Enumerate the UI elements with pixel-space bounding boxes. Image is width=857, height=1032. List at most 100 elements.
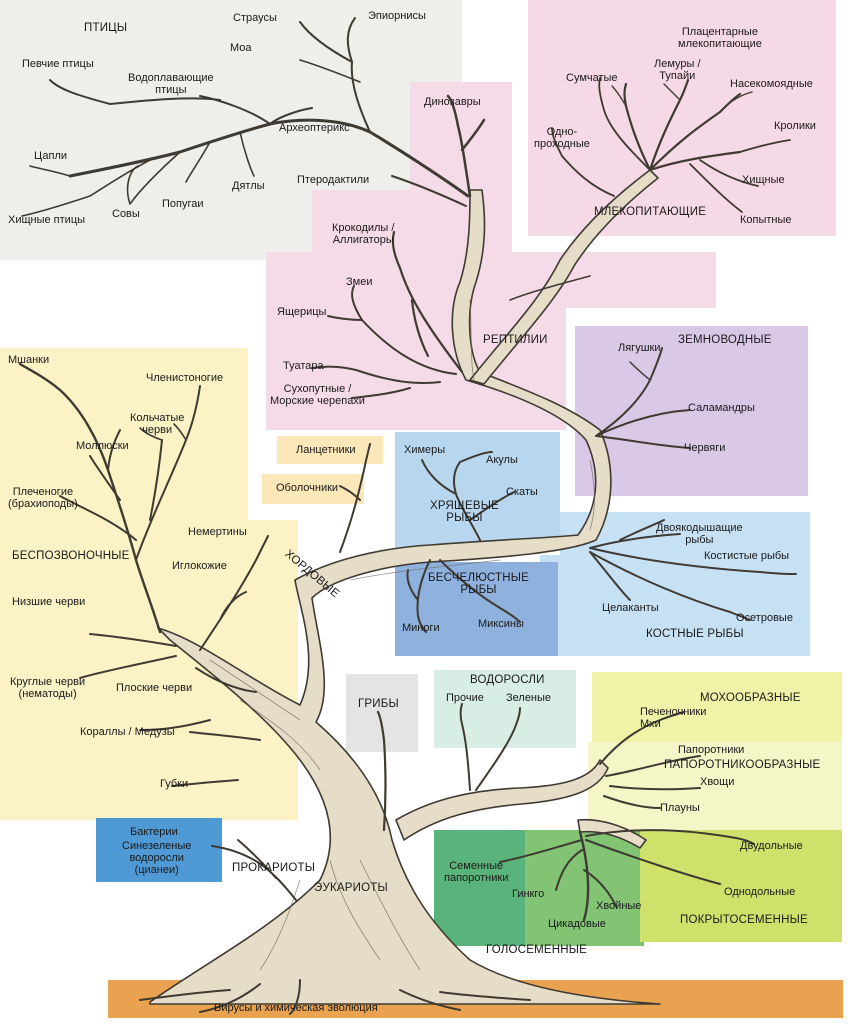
pterodactyls-label: Птеродактили: [297, 174, 370, 186]
lizards-label: Ящерицы: [277, 306, 327, 318]
branches: [18, 17, 797, 1015]
mammals-group-label: МЛЕКОПИТАЮЩИЕ: [594, 206, 707, 218]
ferns-small-label: Папоротники: [678, 744, 745, 756]
cyanobacteria-label: Синезеленые водоросли (цианеи): [122, 840, 192, 876]
chimaeras-label: Химеры: [404, 444, 446, 456]
fungi-group-label: ГРИБЫ: [358, 698, 399, 710]
moa-label: Моа: [230, 42, 252, 54]
ungulates-label: Копытные: [740, 214, 792, 226]
fungi-region: [346, 674, 418, 752]
lemurs-label: Лемуры / Тупайи: [654, 58, 701, 82]
eukaryotes-group-label: ЭУКАРИОТЫ: [314, 882, 388, 894]
algae-group-label: ВОДОРОСЛИ: [470, 674, 545, 686]
coelacanths-label: Целаканты: [602, 602, 659, 614]
bony-region: [560, 512, 810, 656]
flatworms-label: Плоские черви: [116, 682, 193, 694]
owls-label: Совы: [112, 208, 140, 220]
bacteria-label: Бактерии: [130, 826, 178, 838]
amphibians-region: [575, 326, 808, 496]
algae-region: [434, 670, 576, 748]
insectivores-label: Насекомоядные: [730, 78, 813, 90]
invertebrates-group-label: БЕСПОЗВОНОЧНЫЕ: [12, 550, 130, 562]
woodpeckers-label: Дятлы: [232, 180, 265, 192]
invertebrates-region-lower: [248, 520, 298, 820]
liverworts-label: Печеночники Мхи: [640, 706, 707, 730]
other-algae-label: Прочие: [446, 692, 484, 704]
dicots-label: Двудольные: [740, 840, 803, 852]
herons-label: Цапли: [34, 150, 68, 162]
bryozoa-label: Мшанки: [8, 354, 50, 366]
cartilaginous-region: [395, 432, 560, 550]
hagfish-label: Миксины: [478, 618, 524, 630]
ostriches-label: Страусы: [233, 12, 277, 24]
prokaryotes-region: [96, 818, 222, 882]
cartilaginous-group-label: ХРЯЩЕВЫЕ РЫБЫ: [430, 500, 499, 524]
reptiles-region-dinos: [410, 82, 512, 260]
marsupials-label: Сумчатые: [566, 72, 618, 84]
lungfish-label: Двоякодышащие рыбы: [656, 522, 743, 546]
crocodiles-label: Крокодилы / Аллигаторы: [332, 222, 395, 246]
teleosts-label: Костистые рыбы: [704, 550, 790, 562]
sturgeons-label: Осетровые: [736, 612, 793, 624]
bony-group-label: КОСТНЫЕ РЫБЫ: [646, 628, 744, 640]
salamanders-label: Саламандры: [688, 402, 755, 414]
cycads-label: Цикадовые: [548, 918, 606, 930]
seed-ferns-label: Семенные папоротники: [444, 860, 509, 884]
rays-label: Скаты: [506, 486, 538, 498]
angiosperms-region: [640, 830, 842, 942]
raptors-label: Хищные птицы: [8, 214, 86, 226]
turtles-label: Сухопутные / Морские черепахи: [270, 383, 365, 407]
mosses-group-label: МОХООБРАЗНЫЕ: [700, 692, 801, 704]
horsetails-label: Хвощи: [700, 776, 735, 788]
annelids-label: Кольчатые черви: [130, 412, 185, 436]
aepyornis-label: Эпиорнисы: [368, 10, 426, 22]
tuatara-label: Туатара: [283, 360, 324, 372]
sharks-label: Акулы: [486, 454, 518, 466]
ginkgo-label: Гинкго: [512, 888, 545, 900]
corals-label: Кораллы / Медузы: [80, 726, 175, 738]
clubmosses-label: Плауны: [660, 802, 700, 814]
lancelets-label: Ланцетники: [296, 444, 356, 456]
birds-group-label: ПТИЦЫ: [84, 22, 128, 34]
invertebrates-region: [0, 348, 248, 820]
snakes-label: Змеи: [346, 276, 373, 288]
amphibians-group-label: ЗЕМНОВОДНЫЕ: [678, 334, 772, 346]
mammals-region: [528, 0, 836, 236]
monotremes-label: Одно- проходные: [534, 126, 590, 150]
monocots-label: Однодольные: [724, 886, 796, 898]
lampreys-label: Миноги: [402, 622, 440, 634]
gymnosperms-group-label: ГОЛОСЕМЕННЫЕ: [486, 944, 587, 956]
lower-worms-label: Низшие черви: [12, 596, 86, 608]
placentals-label: Плацентарные млекопитающие: [678, 26, 762, 50]
waterfowl-label: Водоплавающие птицы: [128, 72, 214, 96]
echinoderms-label: Иглокожие: [172, 560, 227, 572]
nemerteans-label: Немертины: [188, 526, 247, 538]
prokaryotes-group-label: ПРОКАРИОТЫ: [232, 862, 316, 874]
mosses-region: [592, 672, 842, 742]
caecilians-label: Червяги: [684, 442, 726, 454]
tunicates-label: Оболочники: [276, 482, 339, 494]
sponges-label: Губки: [160, 778, 189, 790]
frogs-label: Лягушки: [618, 342, 661, 354]
jawless-group-label: БЕСЧЕЛЮСТНЫЕ РЫБЫ: [428, 572, 530, 596]
songbirds-label: Певчие птицы: [22, 58, 94, 70]
angiosperms-group-label: ПОКРЫТОСЕМЕННЫЕ: [680, 914, 808, 926]
brachiopods-label: Плеченогие (брахиоподы): [8, 486, 78, 510]
dinosaurs-label: Динозавры: [424, 96, 481, 108]
trunk-and-limbs: [149, 169, 661, 1005]
carnivores-label: Хищные: [742, 174, 785, 186]
archaeopteryx-label: Археоптерикс: [279, 122, 350, 134]
rabbits-label: Кролики: [774, 120, 816, 132]
conifers-label: Хвойные: [596, 900, 642, 912]
green-algae-label: Зеленые: [506, 692, 552, 704]
roundworms-label: Круглые черви (нематоды): [10, 676, 86, 700]
ferns-region: [588, 742, 842, 832]
parrots-label: Попугаи: [162, 198, 204, 210]
reptiles-group-label: РЕПТИЛИИ: [483, 334, 548, 346]
bark-texture: [209, 299, 595, 971]
arthropods-label: Членистоногие: [146, 372, 224, 384]
ferns-group-label: ПАПОРОТНИКООБРАЗНЫЕ: [664, 759, 821, 771]
viruses-label: Вирусы и химическая эволюция: [214, 1002, 378, 1014]
